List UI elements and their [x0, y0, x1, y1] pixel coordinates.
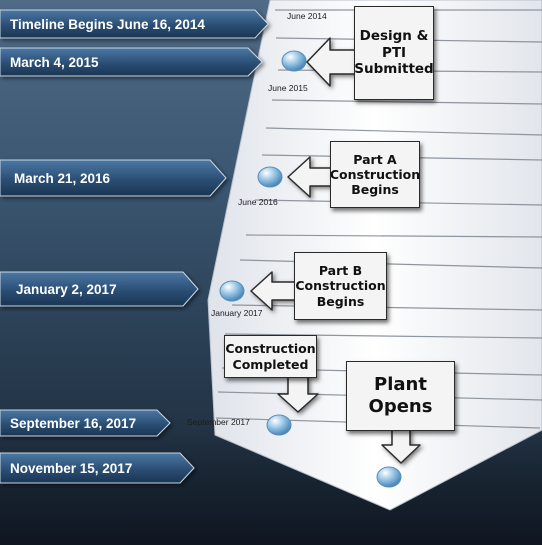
date-banner-5: September 16, 2017 — [0, 409, 171, 437]
milestone-design-pti-text: Design & PTI Submitted — [354, 28, 434, 78]
timeline-marker — [376, 466, 402, 488]
milestone-construction-completed-text: Construction Completed — [225, 341, 316, 372]
milestone-part-a-text: Part A Construction Begins — [329, 151, 421, 198]
tick-label-january-2017: January 2017 — [211, 308, 263, 318]
tick-label-june-2015: June 2015 — [268, 83, 308, 93]
date-banner-4: January 2, 2017 — [0, 271, 199, 307]
milestone-plant-opens-text: Plant Opens — [368, 374, 433, 417]
timeline-marker — [219, 280, 245, 302]
date-label-3: March 21, 2016 — [14, 171, 111, 186]
milestone-part-b-text: Part B Construction Begins — [295, 263, 386, 309]
date-banner-6: November 15, 2017 — [0, 452, 195, 484]
date-label-1: Timeline Begins June 16, 2014 — [10, 17, 205, 32]
milestone-part-a: Part A Construction Begins — [330, 141, 420, 208]
date-label-2: March 4, 2015 — [10, 55, 99, 70]
date-label-4: January 2, 2017 — [16, 282, 117, 297]
milestone-design-pti: Design & PTI Submitted — [354, 6, 434, 100]
timeline-marker — [281, 50, 307, 72]
milestone-construction-completed: Construction Completed — [224, 335, 317, 378]
date-label-6: November 15, 2017 — [10, 461, 132, 476]
date-banner-2: March 4, 2015 — [0, 47, 263, 77]
tick-label-september-2017: September 2017 — [187, 417, 250, 427]
tick-label-june-2016: June 2016 — [238, 197, 278, 207]
arrow-down-plant — [381, 429, 421, 464]
date-banner-1: Timeline Begins June 16, 2014 — [0, 9, 269, 39]
milestone-plant-opens: Plant Opens — [346, 361, 455, 431]
milestone-part-b: Part B Construction Begins — [294, 252, 387, 320]
date-banner-3: March 21, 2016 — [0, 159, 227, 197]
tick-label-june-2014: June 2014 — [287, 11, 327, 21]
date-label-5: September 16, 2017 — [10, 416, 136, 431]
timeline-marker — [266, 414, 292, 436]
timeline-marker — [257, 166, 283, 188]
arrow-down-completed — [277, 376, 319, 413]
